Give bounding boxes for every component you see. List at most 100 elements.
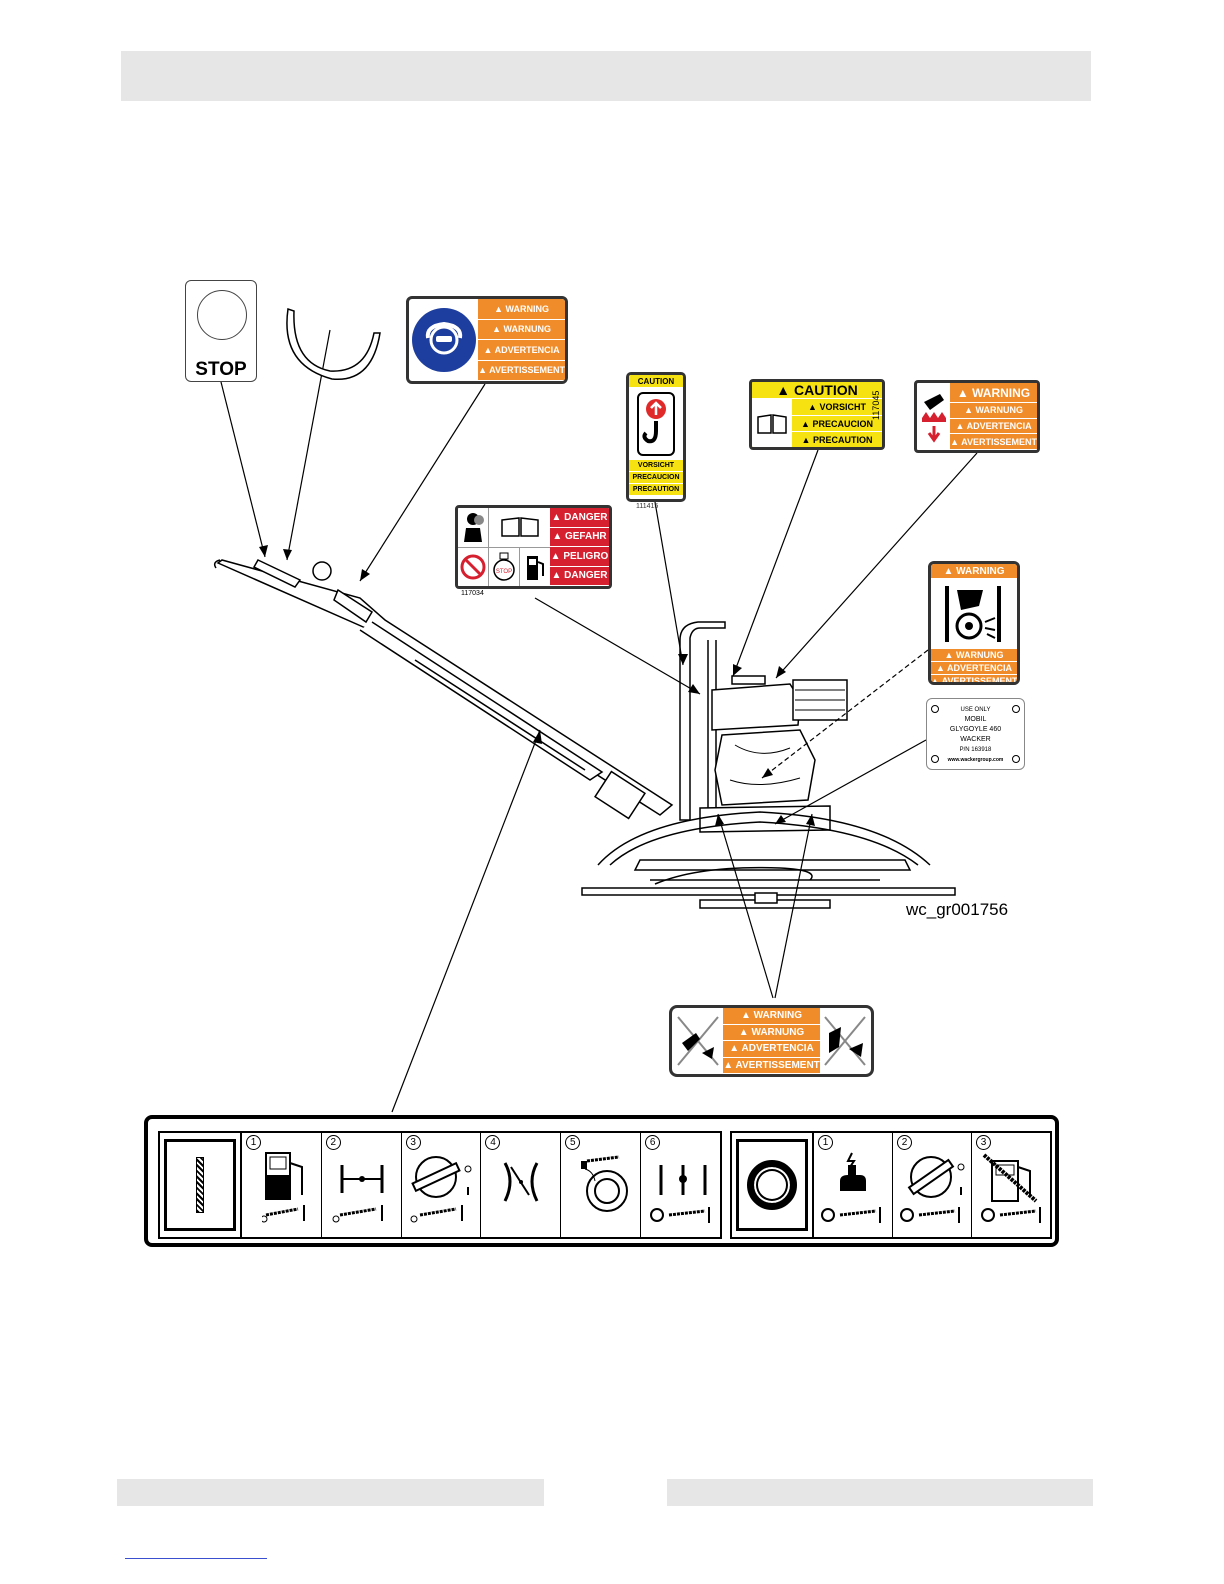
decal-line: ▲ WARNING: [931, 564, 1017, 579]
oil-specification-plate: USE ONLY MOBIL GLYGOYLE 460 WACKER P/N 1…: [926, 698, 1025, 770]
decal-line: ▲ WARNING: [478, 299, 565, 320]
engine-idle-icon: [821, 1152, 881, 1223]
start-step-fuel: 1: [242, 1133, 322, 1237]
step-number: 2: [325, 1135, 341, 1150]
stop-step-fuel-off: 3: [972, 1133, 1050, 1237]
decal-line: ▲ WARNING: [950, 383, 1037, 404]
danger-decal-part-no: 117034: [461, 590, 484, 597]
engine-block: [714, 729, 816, 806]
oil-plate-line: www.wackergroup.com: [947, 757, 1004, 763]
decal-line: ▲ PELIGRO: [550, 547, 609, 567]
decal-line: ▲ ADVERTENCIA: [478, 340, 565, 361]
decal-line: ▲ WARNUNG: [723, 1024, 820, 1041]
pan-base: [581, 887, 956, 896]
decal-line: ▲ GEFAHR: [550, 527, 609, 547]
stop-step-throttle: 1: [814, 1133, 893, 1237]
fuel-pump-icon: [520, 547, 550, 586]
decal-line: ▲ DANGER: [550, 508, 609, 528]
engine-stop-text: STOP: [496, 569, 512, 575]
step-number: 2: [897, 1135, 912, 1150]
decal-line: ▲ ADVERTENCIA: [723, 1041, 820, 1058]
stop-label: STOP: [195, 359, 247, 380]
decal-line: ▲ WARNING: [723, 1008, 820, 1025]
oil-plate-line: P/N 163918: [959, 747, 992, 753]
header-band: [121, 51, 1091, 101]
footer-band-left: [117, 1479, 544, 1506]
stop-section-icon: [732, 1133, 814, 1237]
fuel-pump-icon: [262, 1152, 305, 1223]
stop-step-fuel-valve: 2: [893, 1133, 972, 1237]
start-step-choke: 2: [322, 1133, 402, 1237]
blade-hand-icon-right: [820, 1008, 871, 1074]
fuel-valve-icon: [410, 1156, 472, 1223]
decal-line: ▲ ADVERTENCIA: [950, 418, 1037, 435]
read-manual-icon: [752, 399, 792, 447]
graphic-id: wc_gr001756: [906, 900, 1009, 919]
decal-line: ▲ DANGER: [550, 566, 609, 586]
caution-decal-part-no: 117045: [871, 390, 881, 420]
oil-plate-line: WACKER: [960, 736, 991, 743]
start-step-engine-switch: 6: [641, 1133, 720, 1237]
ear-eye-protection-icon: [411, 308, 476, 372]
decal-line: ▲ AVERTISSEMENT: [723, 1057, 820, 1074]
blade-warning-decal: ▲ WARNING ▲ WARNUNG ▲ ADVERTENCIA ▲ AVER…: [669, 1005, 874, 1077]
decal-line: CAUTION: [629, 375, 683, 388]
handle-tube: [216, 559, 674, 816]
fumes-icon: [458, 508, 488, 547]
decal-line: PRECAUTION: [629, 484, 683, 496]
rotating-parts-icon: [931, 579, 1017, 649]
start-section-icon: [160, 1133, 242, 1237]
hot-surface-decal: ▲ WARNING ▲ WARNUNG ▲ ADVERTENCIA ▲ AVER…: [914, 380, 1040, 453]
start-step-fuel-valve: 3: [402, 1133, 482, 1237]
ppe-warning-decal: ▲ WARNING ▲ WARNUNG ▲ ADVERTENCIA ▲ AVER…: [406, 296, 568, 384]
fuel-valve-off-icon: [900, 1156, 965, 1223]
decal-line: ▲ AVERTISSEMENT: [931, 675, 1017, 682]
hot-surface-icon: [917, 383, 950, 450]
guard-ring: [597, 811, 931, 866]
throttle-crescent-icon: [286, 308, 381, 381]
engine-tank: [711, 683, 801, 731]
danger-fuel-decal: STOP ▲ DANGER ▲ GEFAHR ▲ PELIGRO ▲ DANGE…: [455, 505, 612, 589]
step-number: 1: [818, 1135, 833, 1150]
decal-line: ▲ PRECAUCION: [792, 415, 882, 433]
step-number: 3: [976, 1135, 991, 1150]
stop-switch-decal: STOP: [185, 280, 257, 382]
step-number: 6: [645, 1135, 661, 1150]
blade-hand-icon-left: [672, 1008, 723, 1074]
manual-icon: [489, 508, 550, 547]
decal-line: PRECAUCION: [629, 472, 683, 484]
step-number: 5: [565, 1135, 581, 1150]
decal-line: ▲ ADVERTENCIA: [931, 662, 1017, 675]
throttle-lever-icon: [650, 1165, 711, 1223]
decal-line: ▲ VORSICHT: [792, 399, 882, 416]
lift-point-decal: CAUTION VORSICHT PRECAUCION PRECAUTION: [626, 372, 686, 502]
decal-line: ▲ CAUTION: [752, 382, 882, 399]
stop-switch-circle-icon: [197, 290, 247, 340]
oil-plate-line: USE ONLY: [960, 707, 991, 713]
step-number: 3: [405, 1135, 421, 1150]
lift-post: [679, 621, 726, 821]
start-step-recoil: 5: [561, 1133, 642, 1237]
decal-line: ▲ WARNUNG: [931, 649, 1017, 662]
lift-decal-part-no: 111415: [636, 503, 659, 510]
engine-stop-icon: STOP: [489, 547, 519, 586]
choke-icon: [332, 1165, 384, 1223]
handle-lower-tube: [359, 621, 604, 781]
decal-line: ▲ WARNUNG: [478, 319, 565, 340]
recoil-starter-icon: [581, 1155, 629, 1212]
step-number: 4: [485, 1135, 501, 1150]
throttle-icon: [504, 1162, 539, 1202]
decal-line: VORSICHT: [629, 460, 683, 472]
operation-instruction-strip: 1 2 3 4 5 6: [144, 1115, 1059, 1247]
oil-plate-line: MOBIL: [964, 716, 987, 723]
lifting-hook-icon: [629, 388, 683, 460]
footer-link-underline[interactable]: [125, 1558, 267, 1559]
no-flame-icon: [458, 547, 488, 586]
decal-line: ▲ PRECAUTION: [792, 432, 882, 447]
caution-manual-decal: ▲ CAUTION ▲ VORSICHT ▲ PRECAUCION ▲ PREC…: [749, 379, 885, 450]
step-number: 1: [246, 1135, 261, 1150]
start-step-throttle: 4: [481, 1133, 562, 1237]
decal-line: ▲ AVERTISSEMENT: [478, 360, 565, 381]
fuel-off-icon: [981, 1153, 1041, 1223]
